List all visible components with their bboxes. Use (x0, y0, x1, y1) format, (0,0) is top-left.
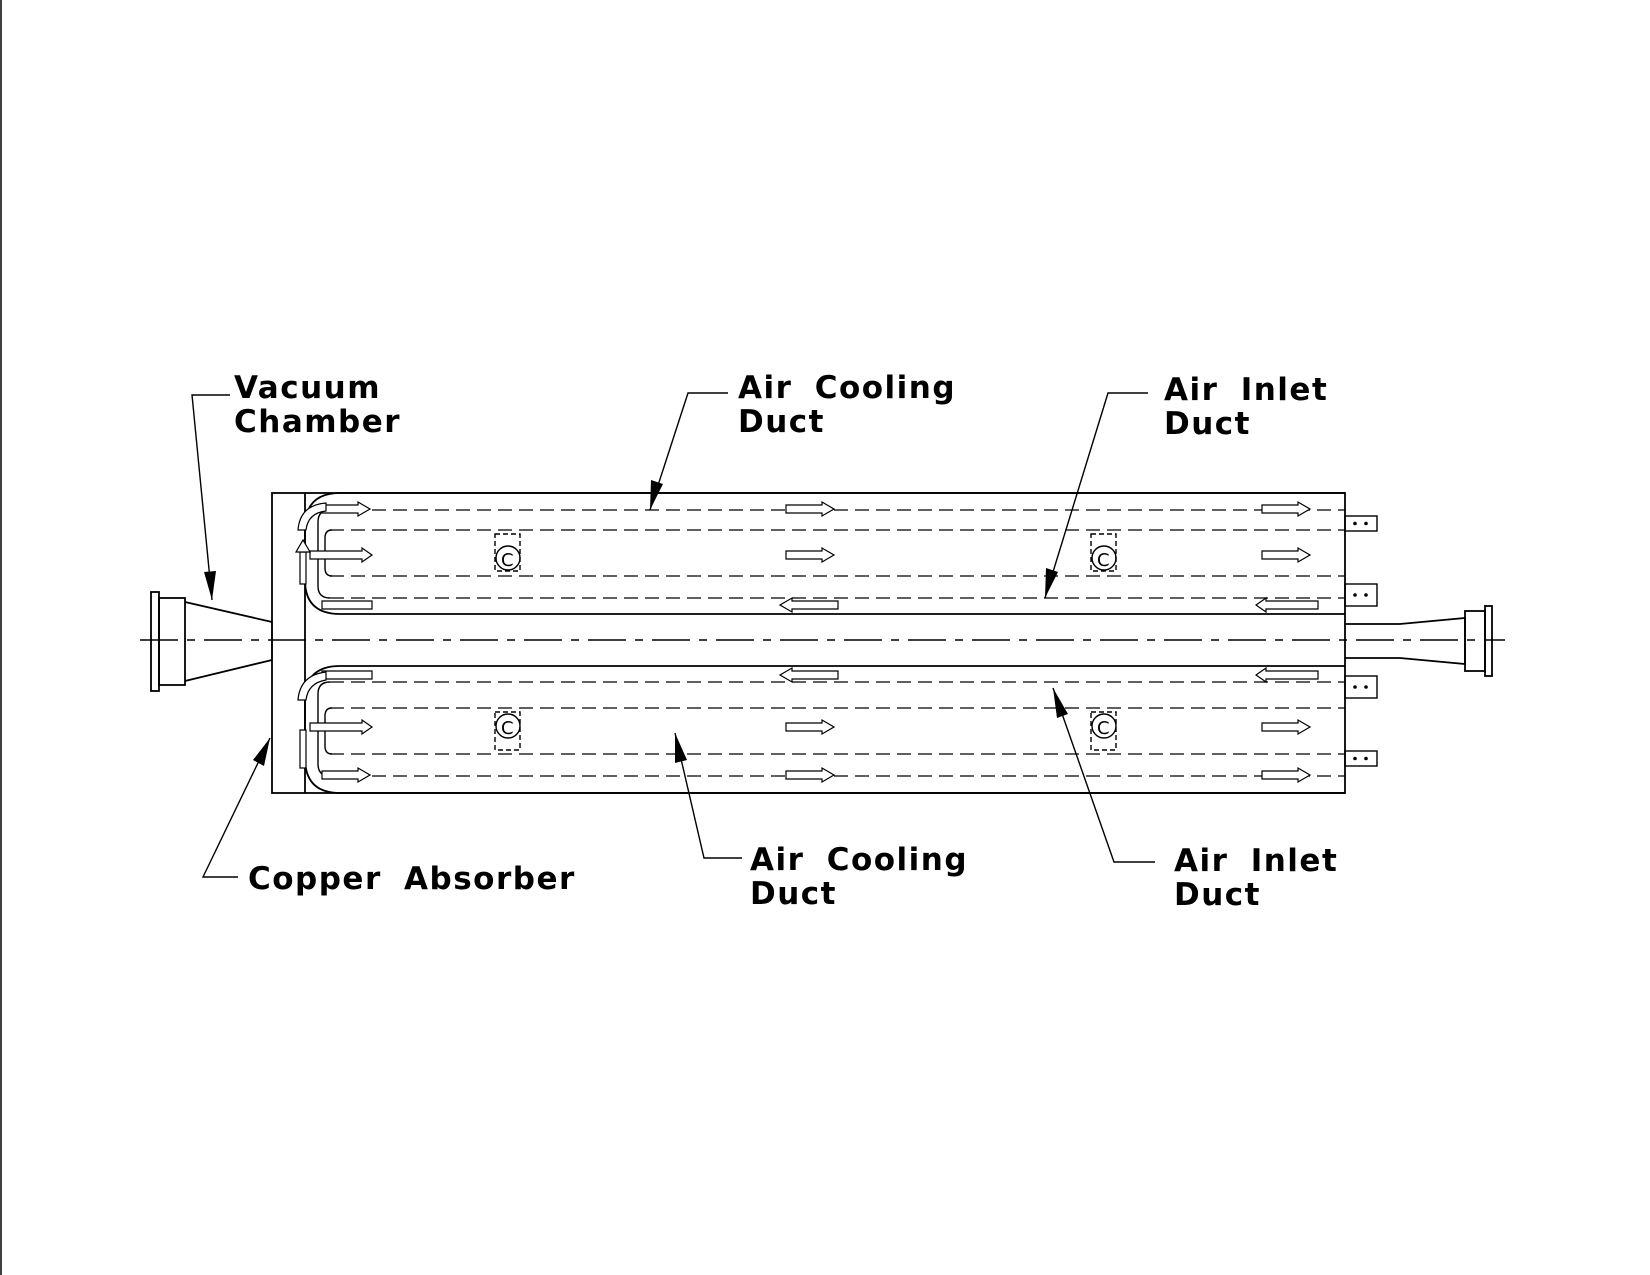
flow-arrow-left (1254, 666, 1319, 684)
flow-arrow-turn (294, 502, 327, 585)
flow-arrow-left (778, 666, 839, 684)
flow-arrow-right (1261, 500, 1312, 518)
arrowhead (204, 571, 216, 600)
leader-vacuum-chamber (191, 394, 230, 601)
flow-arrow-right (321, 766, 372, 784)
flow-arrow-right (309, 546, 374, 564)
flow-arrow-right (785, 500, 836, 518)
svg-text:C: C (1097, 550, 1111, 571)
arrowhead (650, 480, 663, 510)
flow-arrow-right (309, 718, 374, 736)
label-air-cooling-duct-bottom-line2: Duct (750, 876, 837, 912)
svg-text:C: C (501, 550, 515, 571)
arrowhead (253, 738, 270, 766)
label-air-inlet-duct-bottom-line1: Air Inlet (1174, 843, 1338, 879)
flow-arrow-right (785, 766, 836, 784)
flow-arrows (294, 500, 1319, 784)
leader-lines (191, 392, 1155, 878)
arrowhead (675, 733, 687, 763)
leader-air-inlet-top (1044, 392, 1148, 599)
flow-arrow-right (1261, 546, 1312, 564)
labels: Vacuum Chamber Air Cooling Duct Air Inle… (234, 370, 1338, 913)
label-copper-absorber: Copper Absorber (248, 861, 576, 897)
arrowhead (1045, 568, 1058, 598)
svg-text:C: C (1097, 718, 1111, 739)
leader-copper-absorber (201, 737, 271, 878)
bolt-marker: C (494, 711, 521, 751)
label-air-inlet-duct-top-line2: Duct (1164, 406, 1251, 442)
flow-arrow-right (785, 546, 836, 564)
flow-arrow-right (1261, 718, 1312, 736)
vacuum-chamber-left (150, 591, 273, 692)
connector-tab (1344, 675, 1378, 699)
label-air-cooling-duct-top-line1: Air Cooling (738, 370, 956, 406)
leader-air-inlet-bottom (1052, 687, 1155, 863)
flow-arrow-right (1261, 766, 1312, 784)
label-air-inlet-duct-top-line1: Air Inlet (1164, 372, 1328, 408)
flow-arrow-right (321, 500, 372, 518)
flow-arrow-right (321, 670, 373, 680)
lower-duct-assembly (304, 665, 1345, 794)
label-vacuum-chamber-line1: Vacuum (234, 370, 381, 406)
svg-text:C: C (501, 718, 515, 739)
bolt-markers: C C C C (494, 533, 1117, 751)
copper-absorber-body (271, 492, 1346, 794)
label-air-inlet-duct-bottom-line2: Duct (1174, 877, 1261, 913)
flow-arrow-turn (297, 671, 327, 769)
connector-tab (1344, 583, 1378, 607)
connector-tab (1344, 515, 1378, 532)
flow-arrow-right (321, 600, 373, 610)
label-air-cooling-duct-bottom-line1: Air Cooling (750, 842, 968, 878)
arrowhead (1053, 688, 1068, 718)
leader-air-cooling-bottom (674, 732, 742, 859)
flow-arrow-left (778, 596, 839, 614)
leader-air-cooling-top (649, 392, 728, 511)
bolt-marker: C (494, 533, 521, 572)
vacuum-chamber-right (1345, 605, 1493, 677)
label-vacuum-chamber-line2: Chamber (234, 404, 401, 440)
flow-arrow-right (785, 718, 836, 736)
bolt-marker: C (1090, 533, 1117, 572)
flow-arrow-left (1254, 596, 1319, 614)
connector-tab (1344, 750, 1378, 767)
label-air-cooling-duct-top-line2: Duct (738, 404, 825, 440)
connector-tabs (1344, 515, 1378, 767)
bolt-marker: C (1090, 711, 1117, 751)
